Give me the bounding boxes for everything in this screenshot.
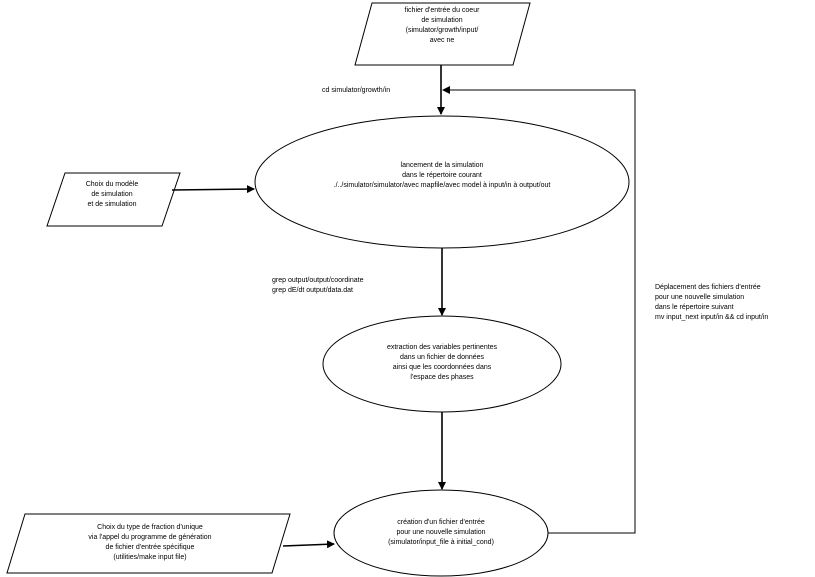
launch-label: lancement de la simulation dans le réper… <box>333 162 551 189</box>
input-file-parallelogram <box>354 2 531 66</box>
right-loop-label: Déplacement des fichiers d'entrée pour u… <box>655 284 769 321</box>
input-file-label: fichier d'entrée du coeur de simulation … <box>404 7 480 44</box>
type-choice-label: Choix du type de fraction d'unique via l… <box>88 524 212 561</box>
creation-label: création d'un fichier d'entrée pour une … <box>388 519 494 546</box>
middle-arrow-label: grep output/output/coordinate grep dE/dt… <box>272 277 364 294</box>
type-choice-parallelogram <box>6 513 291 574</box>
model-choice-parallelogram <box>46 172 181 227</box>
top-arrow-label: cd simulator/growth/in <box>322 87 391 94</box>
extraction-label: extraction des variables pertinentes dan… <box>386 344 498 381</box>
arrow-model-to-launch <box>171 185 255 194</box>
arrow-type-to-creation <box>282 540 335 549</box>
model-choice-label: Choix du modèle de simulation et de simu… <box>85 181 139 208</box>
arrow-loop-back <box>442 86 636 534</box>
